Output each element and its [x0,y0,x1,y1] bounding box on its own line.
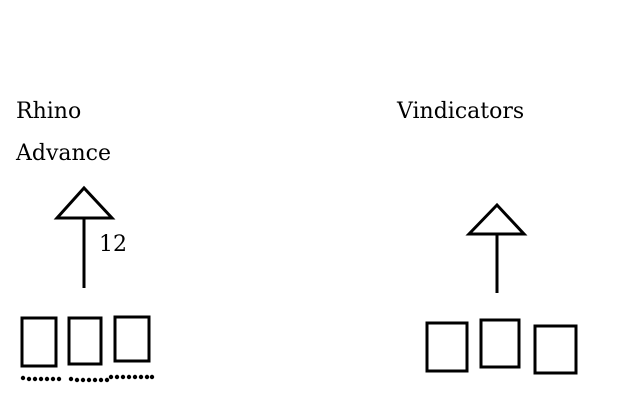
rhino-arrowhead [53,185,116,220]
rhino-unit [20,315,151,368]
vindicators-arrowhead [465,202,528,236]
vindicators-model-1 [425,321,469,373]
vindicators-unit [425,318,578,375]
advance-label: Advance [16,141,112,166]
move-distance-label: 12 [99,232,127,257]
vindicators-model-2 [479,318,521,369]
rhino-dotted-trail [20,374,155,383]
rhino-advance-arrow [53,185,116,288]
vindicators-arrow [465,202,528,293]
rhino-model-1 [20,316,58,368]
rhino-label: Rhino [16,99,82,124]
rhino-model-2 [67,316,103,366]
vindicators-model-3 [533,324,578,375]
rhino-model-3 [113,315,151,363]
vindicators-label: Vindicators [397,99,525,124]
